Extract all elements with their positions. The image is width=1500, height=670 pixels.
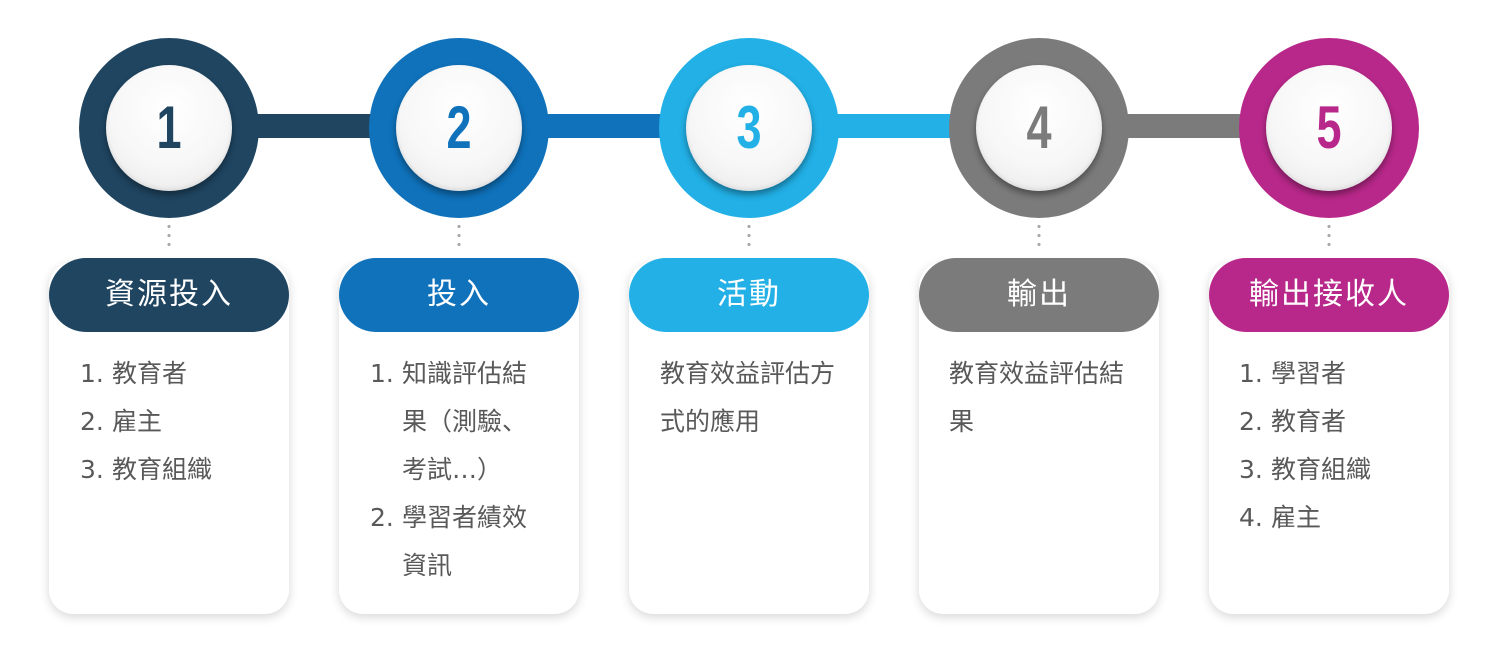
step-4-circle: 4: [949, 38, 1129, 218]
step-1-badge: 1: [106, 65, 232, 191]
step-2-number: 2: [446, 94, 472, 161]
step-2-title: 投入: [339, 258, 579, 332]
step-2-list: 1.知識評估結果（測驗、考試…） 2.學習者績效資訊: [370, 350, 546, 590]
step-1-title: 資源投入: [49, 258, 289, 332]
list-item: 4.雇主: [1239, 503, 1322, 532]
step-4-body: 教育效益評估結果: [949, 350, 1125, 446]
step-5-body: 1.學習者 2.教育者 3.教育組織 4.雇主: [1239, 350, 1415, 542]
step-2-dotted-line: [457, 222, 461, 250]
step-5-badge: 5: [1266, 65, 1392, 191]
step-5-title: 輸出接收人: [1209, 258, 1449, 332]
step-3-badge: 3: [686, 65, 812, 191]
step-1-dotted-line: [167, 222, 171, 250]
list-item: 1.學習者: [1239, 359, 1347, 388]
list-item: 2.學習者績效資訊: [370, 503, 528, 580]
connector-1-2: [240, 114, 390, 138]
connector-2-3: [530, 114, 680, 138]
step-3-description: 教育效益評估方式的應用: [660, 359, 836, 436]
step-2-circle: 2: [369, 38, 549, 218]
step-3-title: 活動: [629, 258, 869, 332]
step-4-number: 4: [1026, 94, 1052, 161]
list-item: 1.知識評估結果（測驗、考試…）: [370, 359, 528, 484]
list-item: 3.教育組織: [80, 455, 213, 484]
step-1-body: 1.教育者 2.雇主 3.教育組織: [80, 350, 256, 494]
step-1-number: 1: [156, 94, 182, 161]
step-4-title: 輸出: [919, 258, 1159, 332]
step-1-circle: 1: [79, 38, 259, 218]
step-3-circle: 3: [659, 38, 839, 218]
step-2-badge: 2: [396, 65, 522, 191]
step-3-body: 教育效益評估方式的應用: [660, 350, 836, 446]
step-4-dotted-line: [1037, 222, 1041, 250]
step-3-dotted-line: [747, 222, 751, 250]
step-2-body: 1.知識評估結果（測驗、考試…） 2.學習者績效資訊: [370, 350, 546, 590]
step-1-list: 1.教育者 2.雇主 3.教育組織: [80, 350, 256, 494]
step-5-circle: 5: [1239, 38, 1419, 218]
step-4-badge: 4: [976, 65, 1102, 191]
list-item: 3.教育組織: [1239, 455, 1372, 484]
step-5-dotted-line: [1327, 222, 1331, 250]
connector-4-5: [1110, 114, 1260, 138]
step-3-number: 3: [736, 94, 762, 161]
connector-3-4: [820, 114, 970, 138]
list-item: 2.教育者: [1239, 407, 1347, 436]
list-item: 2.雇主: [80, 407, 163, 436]
step-5-number: 5: [1316, 94, 1342, 161]
list-item: 1.教育者: [80, 359, 188, 388]
step-4-description: 教育效益評估結果: [949, 359, 1125, 436]
step-5-list: 1.學習者 2.教育者 3.教育組織 4.雇主: [1239, 350, 1415, 542]
